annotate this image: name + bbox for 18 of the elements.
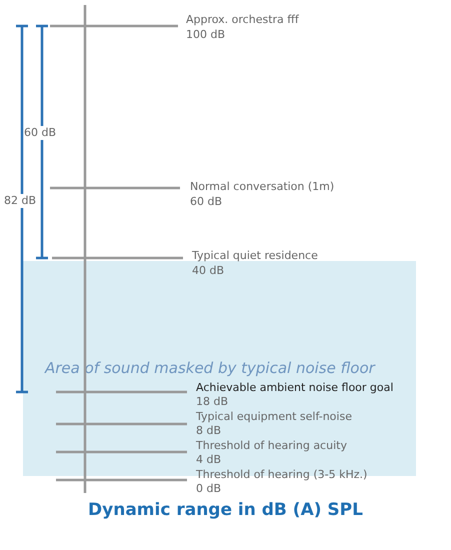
level-name: Threshold of hearing acuity [196, 439, 347, 453]
level-value: 0 dB [196, 482, 222, 496]
level-name: Threshold of hearing (3-5 kHz.) [196, 468, 368, 482]
level-value: 40 dB [192, 264, 224, 278]
level-value: 8 dB [196, 424, 222, 438]
level-name: Normal conversation (1m) [190, 180, 334, 194]
band-label: Area of sound masked by typical noise floor [45, 359, 375, 377]
caption: Dynamic range in dB (A) SPL [88, 500, 363, 520]
level-name: Typical quiet residence [192, 249, 318, 263]
level-value: 100 dB [186, 28, 226, 42]
level-name: Achievable ambient noise floor goal [196, 381, 394, 395]
level-name: Approx. orchestra fff [186, 13, 299, 27]
dimension-label: 82 dB [4, 194, 36, 208]
dimension-label: 60 dB [24, 126, 56, 140]
level-value: 4 dB [196, 453, 222, 467]
level-name: Typical equipment self-noise [196, 410, 352, 424]
level-value: 18 dB [196, 395, 228, 409]
level-value: 60 dB [190, 195, 222, 209]
